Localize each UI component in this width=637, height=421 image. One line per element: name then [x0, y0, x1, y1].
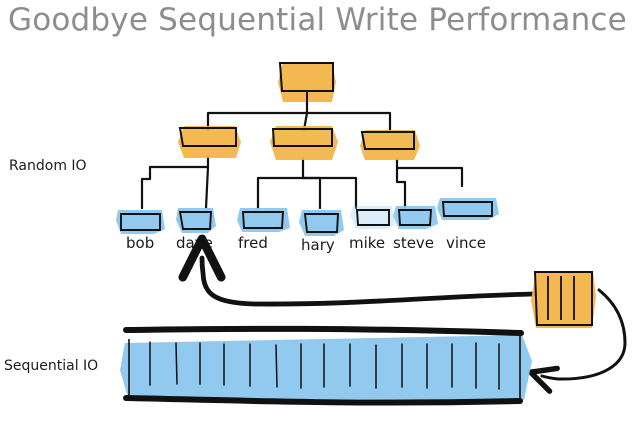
sequential-io-label: Sequential IO [4, 358, 99, 374]
leaf-labels: bob dave fred hary mike steve vince [126, 234, 486, 254]
leaf-nodes [116, 198, 499, 236]
sequential-log [120, 325, 532, 406]
leaf-label-vince: vince [446, 234, 486, 252]
internal-node-middle [270, 126, 338, 160]
random-io-label: Random IO [9, 158, 87, 174]
page-title: Goodbye Sequential Write Performance [8, 2, 627, 38]
leaf-node-hary [299, 210, 344, 236]
random-write-arrow [178, 234, 538, 307]
leaf-node-vince [437, 198, 499, 220]
leaf-label-dave: dave [176, 234, 213, 252]
leaf-node-fred [237, 208, 290, 232]
leaf-node-bob [116, 210, 165, 234]
leaf-label-steve: steve [393, 234, 434, 252]
internal-node-right [360, 130, 420, 160]
leaf-node-mike [350, 206, 395, 229]
leaf-node-dave [176, 208, 216, 233]
leaf-node-steve [393, 206, 438, 229]
leaf-label-mike: mike [349, 234, 385, 252]
tree-connectors [140, 100, 464, 210]
leaf-label-fred: fred [238, 234, 268, 252]
root-node [278, 62, 336, 102]
internal-node-left [178, 126, 241, 158]
log-segment-dividers [149, 341, 500, 390]
leaf-label-bob: bob [126, 234, 154, 252]
leaf-label-hary: hary [301, 236, 335, 254]
pending-write-block [531, 271, 596, 328]
sequential-write-arrow [527, 288, 627, 394]
